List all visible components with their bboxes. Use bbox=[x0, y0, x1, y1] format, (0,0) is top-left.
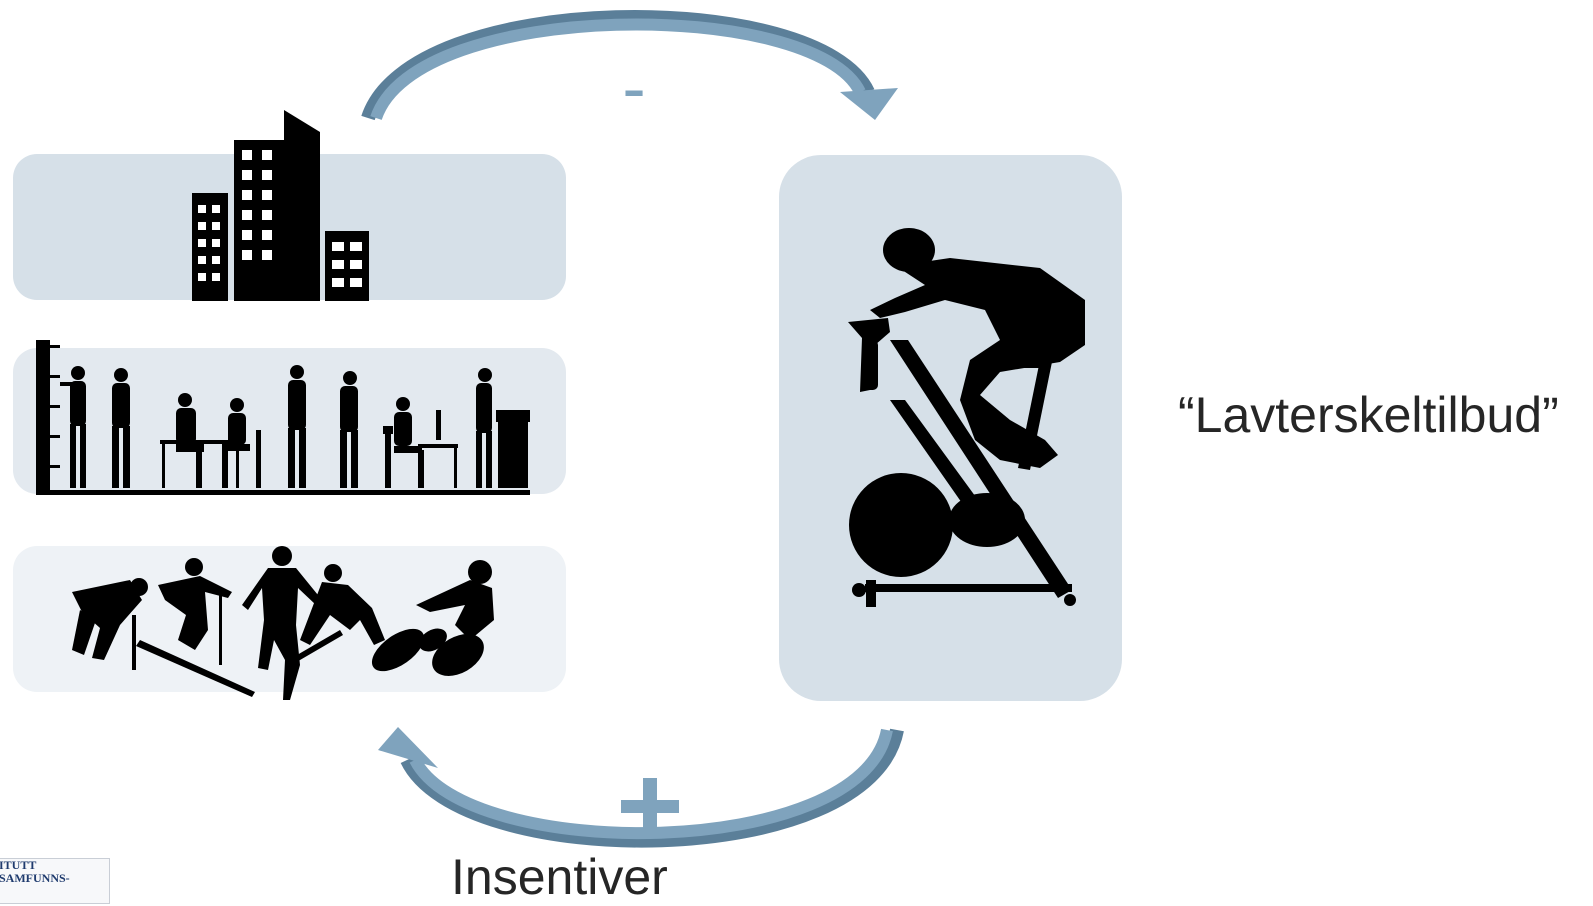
institute-logo: ITUTT SAMFUNNS- bbox=[0, 858, 110, 904]
exercise-bike-icon bbox=[848, 228, 1085, 607]
bottom-curved-arrow bbox=[378, 727, 897, 841]
insentiver-label: Insentiver bbox=[451, 848, 668, 906]
lavterskeltilbud-label: “Lavterskeltilbud” bbox=[1178, 386, 1559, 444]
office-workers-icon bbox=[36, 340, 530, 495]
athletes-icon bbox=[72, 546, 494, 700]
minus-symbol: - bbox=[622, 49, 645, 127]
logo-line-2: SAMFUNNS- bbox=[0, 872, 109, 885]
building-icon bbox=[192, 110, 369, 301]
